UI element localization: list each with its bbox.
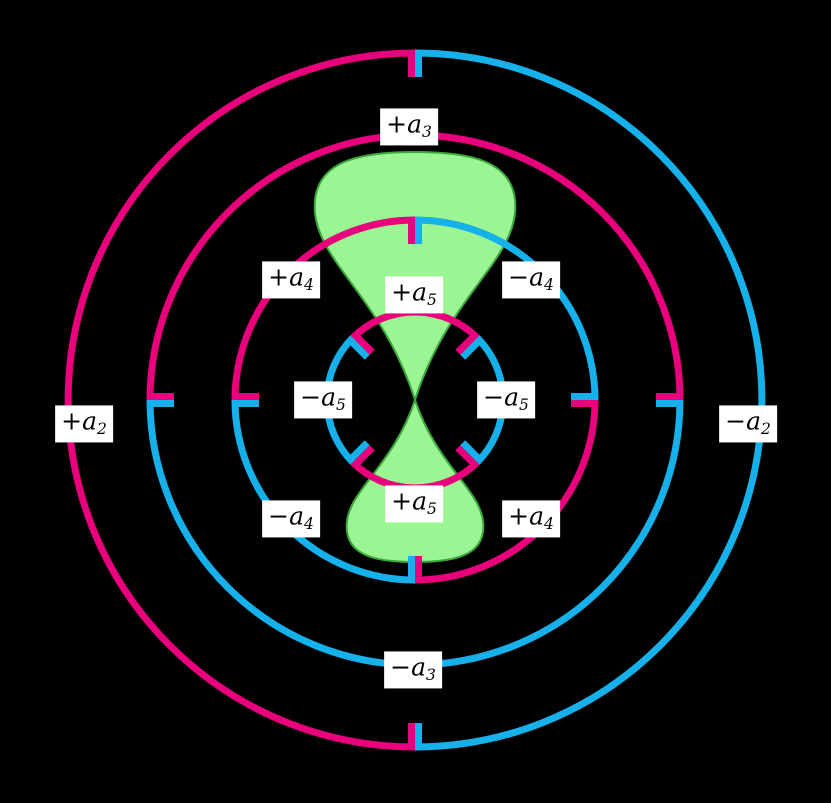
label-subscript: 3 <box>421 123 432 142</box>
label-subscript: 4 <box>303 515 314 534</box>
green-lobes-group <box>313 150 517 564</box>
upper-lobe <box>313 150 517 404</box>
label-plus-a4-top: +a4 <box>262 261 320 299</box>
tick-inner-45-a <box>460 337 483 360</box>
label-minus-a4-bottom: −a4 <box>262 500 320 538</box>
label-sign: − <box>508 262 530 292</box>
label-base: a <box>504 382 519 412</box>
label-base: a <box>529 262 544 292</box>
tick-inner-315-b <box>460 440 483 463</box>
label-sign: + <box>391 277 413 307</box>
label-minus-a2: −a2 <box>719 405 777 443</box>
label-minus-a5-right: −a5 <box>477 381 535 419</box>
label-sign: − <box>483 382 505 412</box>
label-base: a <box>289 262 304 292</box>
label-base: a <box>746 406 761 436</box>
label-subscript: 5 <box>426 500 437 519</box>
label-sign: − <box>300 382 322 412</box>
label-base: a <box>321 382 336 412</box>
label-subscript: 4 <box>543 515 554 534</box>
tick-marks-group <box>150 53 680 747</box>
label-base: a <box>412 486 427 516</box>
label-sign: − <box>390 652 412 682</box>
label-sign: + <box>508 501 530 531</box>
label-sign: − <box>725 406 747 436</box>
label-base: a <box>82 406 97 436</box>
label-subscript: 5 <box>335 396 346 415</box>
label-subscript: 2 <box>760 420 771 439</box>
label-base: a <box>411 652 426 682</box>
tick-inner-45-b <box>455 332 478 355</box>
label-sign: + <box>386 109 408 139</box>
label-minus-a3: −a3 <box>384 651 442 689</box>
label-subscript: 3 <box>425 666 436 685</box>
label-plus-a5-bottom: +a5 <box>385 485 443 523</box>
tick-inner-315-a <box>455 445 478 468</box>
label-base: a <box>529 501 544 531</box>
label-sign: + <box>61 406 83 436</box>
label-subscript: 5 <box>518 396 529 415</box>
label-minus-a4-top: −a4 <box>502 261 560 299</box>
tick-inner-225-a <box>347 440 370 463</box>
arc-outer-magenta-0 <box>64 49 416 751</box>
lower-lobe <box>345 396 485 564</box>
label-minus-a5-left: −a5 <box>294 381 352 419</box>
label-sign: + <box>391 486 413 516</box>
label-plus-a4-bottom: +a4 <box>502 500 560 538</box>
label-plus-a2: +a2 <box>55 405 113 443</box>
tick-inner-225-b <box>352 445 375 468</box>
label-base: a <box>289 501 304 531</box>
label-subscript: 2 <box>96 420 107 439</box>
label-base: a <box>407 109 422 139</box>
tick-inner-135-a <box>352 332 375 355</box>
label-sign: − <box>268 501 290 531</box>
tick-inner-135-b <box>347 337 370 360</box>
label-base: a <box>412 277 427 307</box>
label-sign: + <box>268 262 290 292</box>
label-plus-a5-top: +a5 <box>385 276 443 314</box>
label-subscript: 4 <box>303 276 314 295</box>
label-plus-a3: +a3 <box>380 108 438 146</box>
arc-outer-cyan-1 <box>414 49 766 751</box>
label-subscript: 4 <box>543 276 554 295</box>
label-subscript: 5 <box>426 291 437 310</box>
